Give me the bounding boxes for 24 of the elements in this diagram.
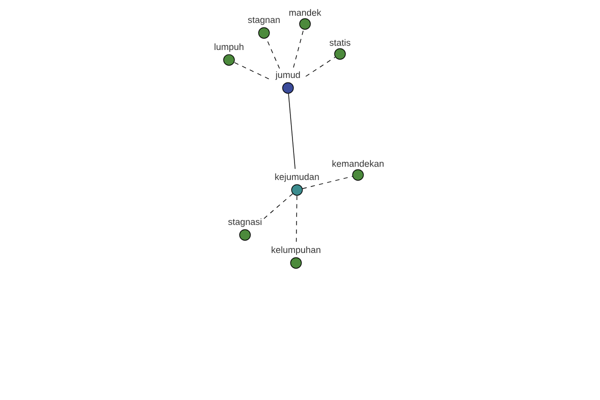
node-dot [275,173,319,196]
node-dot [272,246,320,269]
node-dot [275,71,300,94]
node-label: jumud [275,71,300,80]
node-label: statis [330,39,350,46]
connector-line [288,93,296,170]
node-label: kemandekan [332,160,384,167]
node-label: mandek [289,9,322,16]
node-dot [248,17,280,39]
node-label: stagnasi [228,218,262,227]
node-dot [332,160,384,181]
connector-line [302,176,353,189]
node-dot [330,39,350,60]
node-dot [289,9,322,30]
connector-line [305,56,336,77]
node-dot [228,218,262,241]
node-dot [214,43,244,66]
connector-line [293,29,304,68]
node-label: stagnan [248,17,280,25]
connector-line [234,62,270,80]
connector-line [296,195,298,242]
node-label: kejumudan [275,173,319,182]
node-label: lumpuh [214,43,244,52]
node-label: kelumpuhan [272,246,320,255]
